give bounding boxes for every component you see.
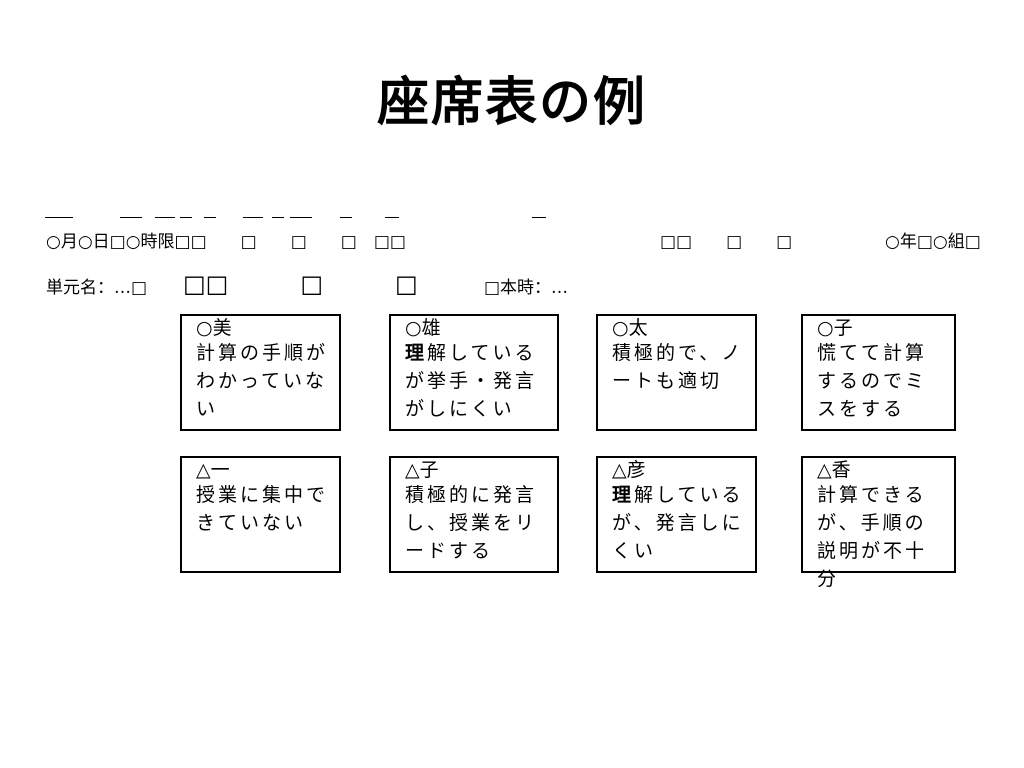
seat-box: ○雄 理解しているが挙手・発言がしにくい xyxy=(389,314,559,431)
slide-title: 座席表の例 xyxy=(376,73,647,133)
seat-note: 授業に集中できていない xyxy=(196,484,329,534)
seat-name: △子 xyxy=(405,459,439,481)
seat-name: △香 xyxy=(817,459,851,481)
seat-name: △彦 xyxy=(612,459,646,481)
seat-box: ○子 慌てて計算するのでミスをする xyxy=(801,314,956,431)
lesson-label: □本時：… xyxy=(484,278,569,298)
unit-squares: □□ □ □ xyxy=(183,270,418,298)
seat-box: ○美 計算の手順がわかっていない xyxy=(180,314,341,431)
seat-note: 計算の手順がわかっていない xyxy=(196,342,329,420)
seat-name: ○美 xyxy=(196,317,232,339)
seat-box: △子 積極的に発言し、授業をリードする xyxy=(389,456,559,573)
seat-note: 理解しているが、発言しにくい xyxy=(612,484,744,562)
seat-box: ○太 積極的で、ノートも適切 xyxy=(596,314,757,431)
date-line-mid: □□ □ □ xyxy=(660,232,793,252)
seat-name: △一 xyxy=(196,459,230,481)
seat-box: △一 授業に集中できていない xyxy=(180,456,341,573)
class-label: ○年□○組□ xyxy=(885,232,981,252)
seat-name: ○太 xyxy=(612,317,648,339)
unit-line: 単元名：…□ xyxy=(46,278,148,298)
seat-box: △香 計算できるが、手順の説明が不十分 xyxy=(801,456,956,590)
date-line-left: ○月○日□○時限□□ □ □ □ □□ xyxy=(46,232,406,252)
seat-note: 積極的に発言し、授業をリードする xyxy=(405,484,538,562)
seat-name: ○雄 xyxy=(405,317,441,339)
seat-note: 積極的で、ノートも適切 xyxy=(612,342,744,392)
seat-name: ○子 xyxy=(817,317,853,339)
seat-note: 計算できるが、手順の説明が不十分 xyxy=(817,484,928,590)
date-line: ○月○日□○時限□□ □ □ □ □□ xyxy=(46,232,406,252)
seat-note: 理解しているが挙手・発言がしにくい xyxy=(405,342,538,420)
seat-box: △彦 理解しているが、発言しにくい xyxy=(596,456,757,573)
seat-note: 慌てて計算するのでミスをする xyxy=(817,342,928,420)
